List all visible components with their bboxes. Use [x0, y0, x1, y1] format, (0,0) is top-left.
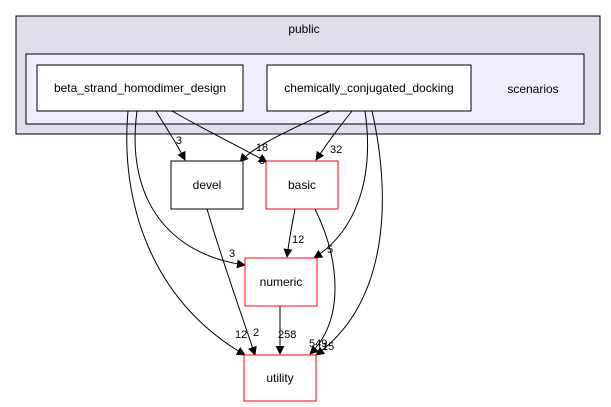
node-beta-strand-homodimer-design[interactable]: beta_strand_homodimer_design — [36, 64, 244, 112]
edges — [126, 110, 383, 356]
edge-beta-basic[interactable] — [171, 110, 268, 163]
node-devel[interactable]: devel — [170, 160, 244, 210]
edge-beta-devel[interactable] — [155, 110, 186, 161]
node-utility[interactable]: utility — [243, 354, 317, 402]
node-box — [243, 354, 317, 402]
node-box — [265, 160, 339, 210]
node-label: chemically_conjugated_docking — [284, 81, 453, 95]
node-label: basic — [288, 178, 316, 192]
edge-chem-basic[interactable] — [315, 110, 353, 161]
edge-label-devel-utility[interactable]: 2 — [253, 327, 259, 339]
node-basic[interactable]: basic — [265, 160, 339, 210]
node-label: utility — [266, 371, 293, 385]
node-chemically-conjugated-docking[interactable]: chemically_conjugated_docking — [266, 64, 472, 112]
edge-label-chem-basic[interactable]: 32 — [330, 144, 342, 156]
edge-chem-devel[interactable] — [239, 110, 331, 163]
edge-basic-utility[interactable] — [309, 208, 336, 355]
cluster-public-label: public — [288, 22, 319, 36]
edge-chem-utility[interactable] — [315, 110, 383, 356]
node-label: devel — [193, 178, 222, 192]
edge-beta-numeric[interactable] — [134, 110, 246, 269]
edge-devel-utility[interactable] — [206, 208, 257, 356]
edge-label-beta-utility[interactable]: 12 — [235, 329, 247, 341]
edge-label-beta-numeric[interactable]: 3 — [229, 248, 235, 260]
edge-label-chem-utility[interactable]: 15 — [322, 341, 334, 353]
node-box — [36, 64, 244, 112]
edge-label-beta-devel[interactable]: 3 — [176, 135, 182, 147]
edge-labels: 3 18 3 12 5 32 5 15 2 12 549 258 — [176, 135, 342, 353]
node-box — [170, 160, 244, 210]
node-label: beta_strand_homodimer_design — [54, 81, 226, 95]
edge-label-chem-numeric[interactable]: 5 — [327, 244, 333, 256]
edge-label-chem-devel[interactable]: 5 — [259, 155, 265, 167]
edge-label-basic-utility[interactable]: 549 — [309, 338, 327, 350]
node-numeric[interactable]: numeric — [244, 257, 318, 307]
node-box — [266, 64, 472, 112]
edge-label-numeric-utility[interactable]: 258 — [278, 329, 296, 341]
node-box — [244, 257, 318, 307]
edge-label-beta-basic[interactable]: 18 — [256, 142, 268, 154]
node-label: numeric — [260, 275, 303, 289]
cluster-scenarios-label: scenarios — [507, 82, 558, 96]
edge-basic-numeric[interactable] — [283, 208, 296, 258]
edge-chem-numeric[interactable] — [313, 110, 368, 259]
edge-beta-utility[interactable] — [126, 110, 246, 356]
edge-label-basic-numeric[interactable]: 12 — [292, 234, 304, 246]
